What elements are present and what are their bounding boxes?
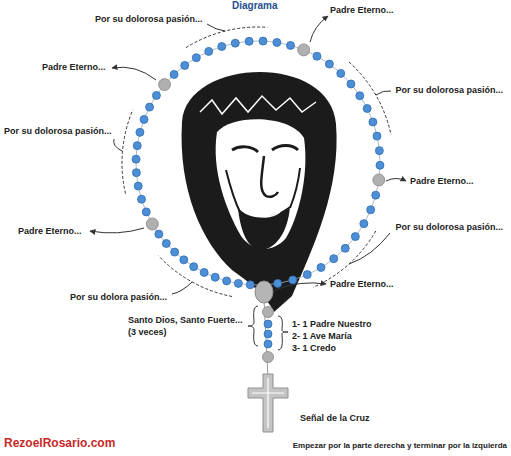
prayer-label: Señal de la Cruz xyxy=(300,412,370,424)
rosary-beads xyxy=(132,37,385,289)
bead xyxy=(155,230,163,238)
bead xyxy=(138,195,146,203)
bead xyxy=(367,206,375,214)
bead xyxy=(287,41,295,49)
leader-line xyxy=(349,233,390,264)
leader-line xyxy=(376,91,391,95)
bead xyxy=(351,233,359,241)
rosary-pendant xyxy=(248,281,288,432)
prayer-label: Por su dolorosa pasión... xyxy=(395,84,503,96)
prayer-label: Por su dolora pasión... xyxy=(70,291,167,303)
bead xyxy=(325,60,333,68)
bead xyxy=(211,273,219,281)
bead xyxy=(170,70,178,78)
decade-bracket xyxy=(159,256,233,297)
decade-bracket xyxy=(313,231,375,287)
bead xyxy=(330,255,338,263)
watermark: RezoelRosario.com xyxy=(4,436,115,450)
leader-line xyxy=(386,179,406,182)
large-bead xyxy=(146,218,158,230)
bead xyxy=(245,37,253,45)
bead xyxy=(259,37,267,45)
decade-bracket xyxy=(349,62,391,135)
large-bead xyxy=(159,79,171,91)
bead xyxy=(246,281,254,289)
bead xyxy=(231,39,239,47)
chain xyxy=(136,41,380,285)
leader-line xyxy=(207,24,225,31)
bead xyxy=(152,91,160,99)
bead xyxy=(369,118,377,126)
bead xyxy=(205,47,213,55)
leader-line xyxy=(310,16,328,42)
bead xyxy=(171,248,179,256)
bracket xyxy=(248,306,258,346)
prayer-label: 3- 1 Credo xyxy=(292,342,336,354)
prayer-label: 1- 1 Padre Nuestro xyxy=(292,318,372,330)
prayer-label: Por su dolorosa pasión... xyxy=(4,125,112,137)
large-bead xyxy=(298,44,310,56)
bead xyxy=(360,220,368,228)
bead xyxy=(363,104,371,112)
diagram-title: Diagrama xyxy=(232,0,278,12)
bead xyxy=(341,244,349,252)
bead xyxy=(134,182,142,190)
bracket xyxy=(278,316,288,350)
face-illustration xyxy=(182,72,337,312)
prayer-label: Por su dolorosa pasión... xyxy=(95,13,203,25)
bead xyxy=(218,43,226,51)
bead xyxy=(356,92,364,100)
large-bead xyxy=(373,174,385,186)
leader-line xyxy=(112,67,156,80)
bead xyxy=(162,239,170,247)
bead xyxy=(273,38,281,46)
bead xyxy=(289,276,297,284)
bead xyxy=(190,263,198,271)
decade-bracket xyxy=(122,110,133,194)
bead xyxy=(303,271,311,279)
bead xyxy=(136,128,144,136)
bead xyxy=(140,115,148,123)
prayer-label: Padre Eterno... xyxy=(330,4,394,16)
prayer-label: Por su dolorosa pasión... xyxy=(395,221,503,233)
prayer-label: Santo Dios, Santo Fuerte... (3 veces) xyxy=(128,314,246,338)
bead xyxy=(180,256,188,264)
bead xyxy=(313,52,321,60)
prayer-label: Padre Eterno... xyxy=(42,61,106,73)
bead xyxy=(376,161,384,169)
instruction-note: Empezar por la parte derecha y terminar … xyxy=(293,440,507,452)
decade-bracket xyxy=(186,27,268,48)
bead xyxy=(133,142,141,150)
bead xyxy=(223,277,231,285)
bead xyxy=(142,208,150,216)
bead xyxy=(337,69,345,77)
bead xyxy=(132,169,140,177)
prayer-label: 2- 1 Ave María xyxy=(292,330,352,342)
prayer-label: Padre Eterno... xyxy=(330,278,394,290)
leader-line xyxy=(90,228,144,233)
prayer-label: Padre Eterno... xyxy=(18,225,82,237)
bead xyxy=(317,263,325,271)
prayer-label: Padre Eterno... xyxy=(410,175,474,187)
leader-line xyxy=(275,283,326,290)
bead xyxy=(181,61,189,69)
leader-lines xyxy=(90,16,406,297)
bead xyxy=(373,132,381,140)
bead xyxy=(375,147,383,155)
bead xyxy=(132,155,140,163)
bead xyxy=(347,80,355,88)
bead xyxy=(234,279,242,287)
bead xyxy=(274,279,282,287)
leader-line xyxy=(172,282,192,294)
bead xyxy=(372,191,380,199)
leader-line xyxy=(114,139,122,151)
bead xyxy=(200,268,208,276)
bead xyxy=(192,54,200,62)
bead xyxy=(146,103,154,111)
